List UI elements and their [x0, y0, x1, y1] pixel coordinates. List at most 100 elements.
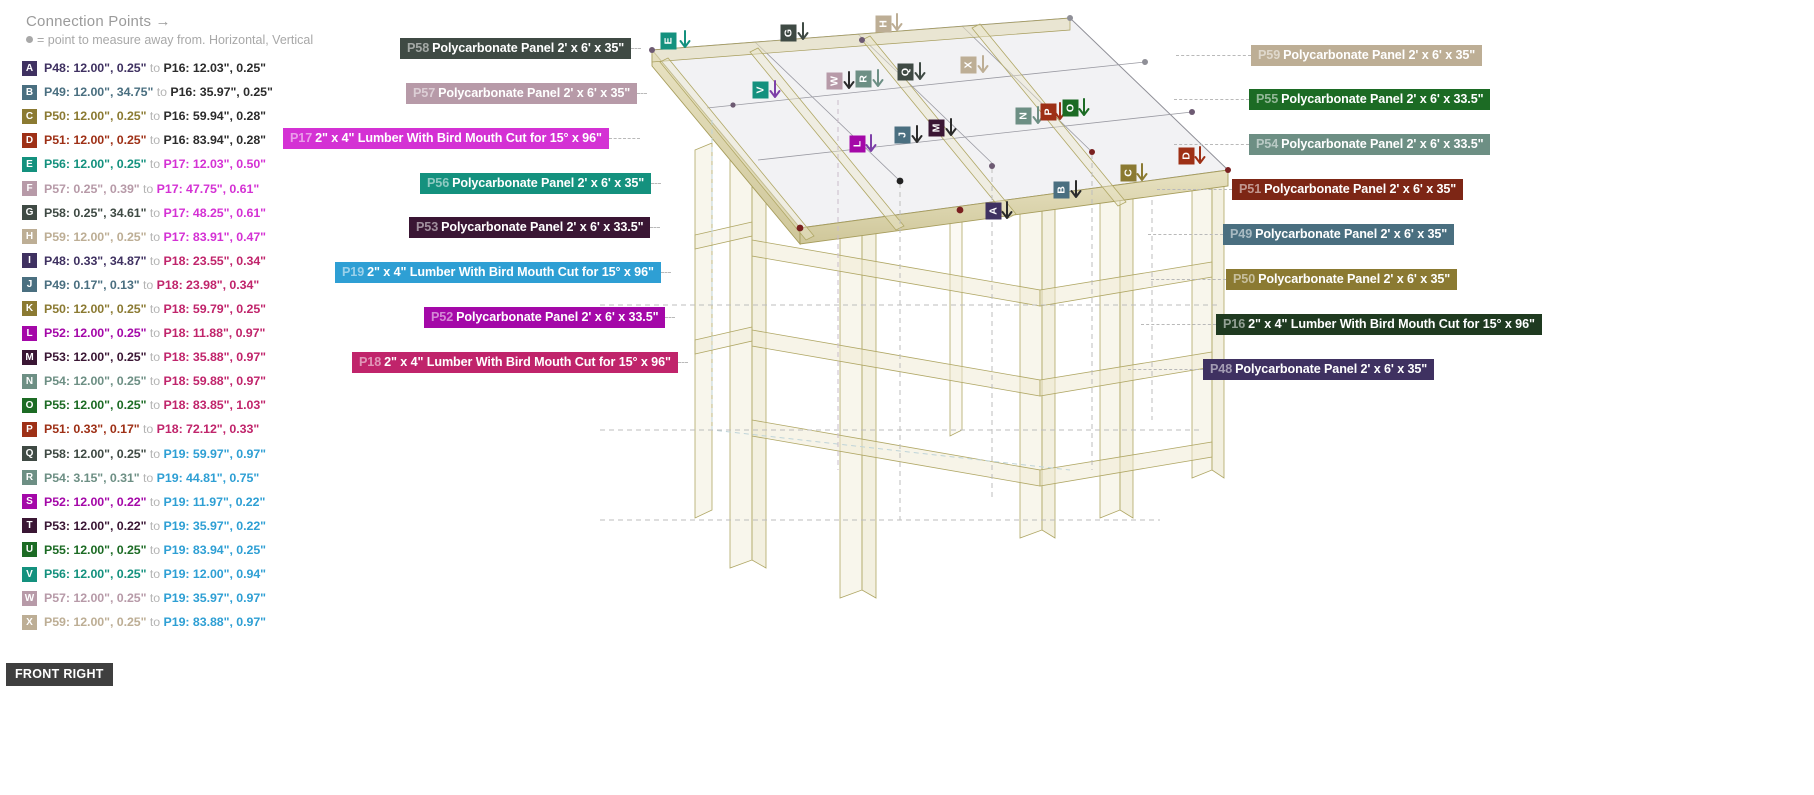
connection-point-to: P16: 35.97", 0.25": [170, 85, 273, 100]
roof-marker-e[interactable]: E: [660, 32, 677, 50]
girts-group: [694, 221, 1213, 487]
callout-part-description: Polycarbonate Panel 2' x 6' x 35": [438, 86, 631, 100]
roof-marker-g[interactable]: G: [780, 24, 797, 42]
roof-marker-r[interactable]: R: [855, 70, 872, 88]
connection-point-text: P48: 0.33", 34.87" to P18: 23.55", 0.34": [44, 254, 266, 268]
roof-marker-arrow-down-icon: [842, 71, 856, 93]
connection-point-separator: to: [146, 446, 164, 461]
guide-lines: [600, 100, 1220, 521]
connection-point-separator: to: [146, 253, 164, 268]
callout-part-description: Polycarbonate Panel 2' x 6' x 33.5": [1281, 137, 1484, 151]
callout-part-id: P53: [416, 220, 439, 234]
connection-point-separator: to: [146, 374, 164, 389]
connection-point-text: P57: 0.25", 0.39" to P17: 47.75", 0.61": [44, 182, 259, 196]
connection-point-row[interactable]: X P59: 12.00", 0.25" to P19: 83.88", 0.97…: [22, 610, 332, 634]
connection-point-from: P58: 12.00", 0.25": [44, 446, 147, 461]
connection-point-dots: [649, 15, 1231, 232]
connection-point-separator: to: [146, 615, 164, 630]
callout-part-id: P49: [1230, 227, 1253, 241]
connection-point-text: P59: 12.00", 0.25" to P19: 83.88", 0.97": [44, 615, 266, 629]
connection-point-from: P49: 12.00", 34.75": [44, 85, 154, 100]
connection-point-key: K: [22, 301, 37, 317]
connection-point-separator: to: [146, 301, 164, 316]
legend-text: = point to measure away from. Horizontal…: [37, 33, 314, 47]
connection-points-legend: = point to measure away from. Horizontal…: [26, 33, 313, 47]
connection-point-to: P16: 59.94", 0.28": [163, 109, 267, 124]
connection-point-key: X: [22, 614, 37, 630]
connection-point-from: P50: 12.00", 0.25": [44, 109, 147, 124]
roof-marker-q[interactable]: Q: [897, 63, 914, 81]
legend-dot-icon: [26, 36, 33, 43]
connection-point-to: P19: 11.97", 0.22": [163, 494, 266, 509]
roof-marker-m[interactable]: M: [928, 119, 945, 137]
connection-point-separator: to: [146, 518, 164, 533]
roof-marker-x[interactable]: X: [960, 56, 977, 74]
connection-point-separator: to: [146, 567, 164, 582]
connection-point-from: P51: 0.33", 0.17": [44, 422, 140, 437]
callout-part-id: P54: [1256, 137, 1279, 151]
connection-point-to: P18: 59.88", 0.97": [163, 374, 267, 389]
callout-part-description: Polycarbonate Panel 2' x 6' x 33.5": [456, 310, 659, 324]
connection-point-text: P50: 12.00", 0.25" to P16: 59.94", 0.28": [44, 109, 266, 123]
roof-marker-b[interactable]: B: [1053, 181, 1070, 199]
connection-point-key: F: [22, 181, 37, 197]
roof-marker-arrow-down-icon: [864, 134, 878, 156]
connection-point-separator: to: [139, 181, 157, 196]
roof-marker-n[interactable]: N: [1015, 107, 1032, 125]
connection-point-separator: to: [139, 470, 157, 485]
roof-marker-arrow-down-icon: [976, 55, 990, 77]
connection-point-separator: to: [146, 133, 164, 148]
callout-part-description: Polycarbonate Panel 2' x 6' x 33.5": [441, 220, 644, 234]
callout-leader-line: [678, 362, 688, 363]
connection-point-row[interactable]: F P57: 0.25", 0.39" to P17: 47.75", 0.61": [22, 176, 332, 200]
roof-marker-w[interactable]: W: [826, 72, 843, 90]
callout-leader-line: [1174, 99, 1249, 100]
roof-marker-arrow-down-icon: [913, 62, 927, 84]
connection-point-key: P: [22, 421, 37, 437]
roof-marker-v[interactable]: V: [752, 81, 769, 99]
roof-marker-j[interactable]: J: [894, 126, 911, 144]
connection-point-to: P16: 12.03", 0.25": [163, 61, 267, 76]
connection-point-to: P18: 83.85", 1.03": [163, 398, 267, 413]
connection-point-to: P17: 83.91", 0.47": [163, 229, 267, 244]
